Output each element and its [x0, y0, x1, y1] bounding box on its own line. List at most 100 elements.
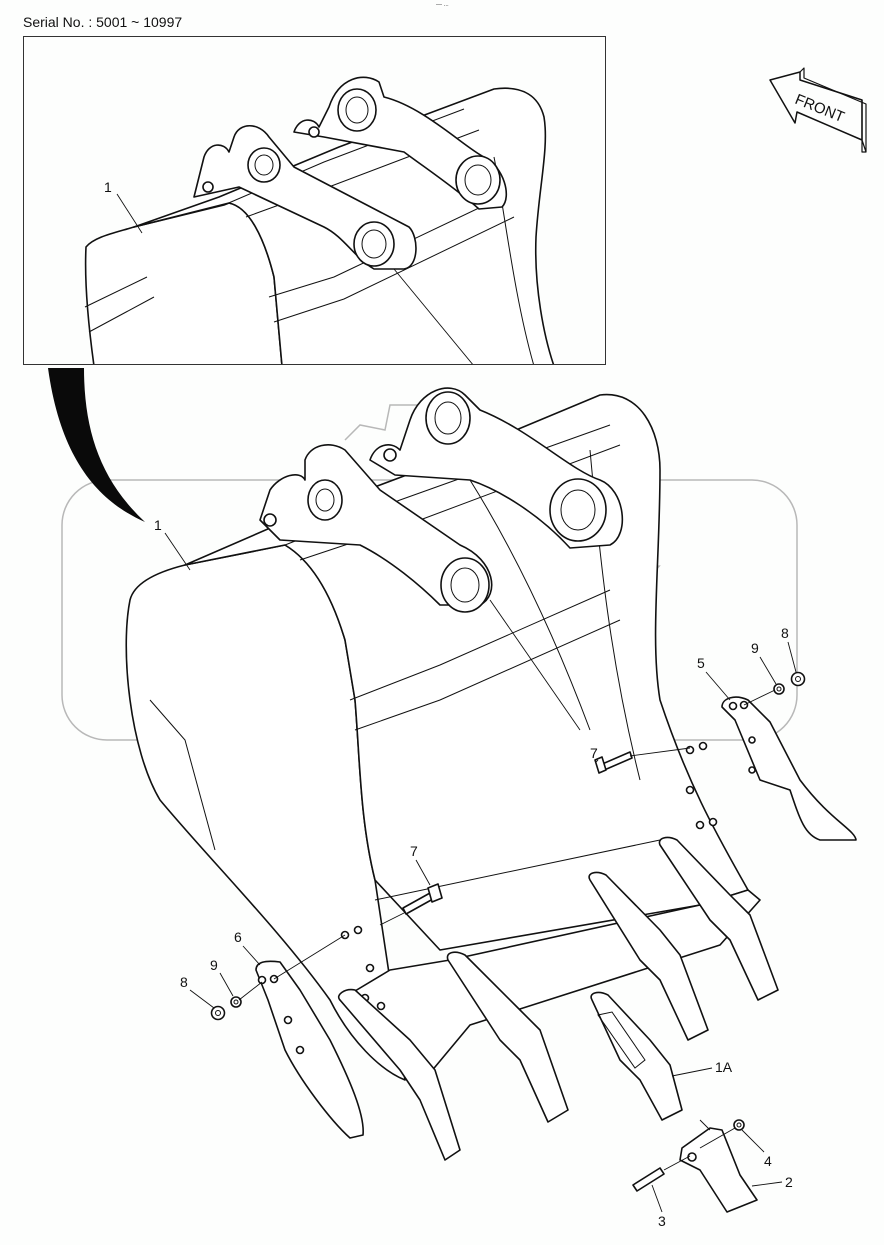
washer-left: [230, 996, 242, 1008]
callout-1: 1: [154, 517, 162, 533]
side-cutter-right-hole-c: [748, 736, 756, 744]
callout-1-leader: [164, 532, 191, 571]
bolt-lower-head: [427, 883, 443, 903]
bucket-cutting-edge: [339, 889, 761, 1086]
callout-5: 5: [697, 655, 705, 671]
callout-4-leader: [741, 1129, 765, 1153]
side-cutter-right-hole-a: [728, 701, 738, 711]
side-cutter-left-hole-b: [269, 974, 279, 984]
bucket-lip-line: [149, 699, 661, 901]
side-cutter-right-hole-d: [748, 766, 756, 774]
bucket-rib-lines: [284, 424, 641, 781]
nut-right: [790, 671, 806, 687]
inset-boss-left: [247, 147, 281, 183]
callout-9-right-leader: [759, 656, 777, 685]
tooth-adapter: [337, 836, 779, 1161]
inset-boss-left-hole: [254, 154, 274, 176]
callout-9-right: 9: [751, 640, 759, 656]
tooth-3: [588, 871, 709, 1041]
nut-left: [210, 1005, 226, 1021]
side-cutter-left: [255, 960, 364, 1139]
callout-1A-leader: [671, 1067, 713, 1077]
boss-upper-right: [425, 391, 471, 445]
tooth-point-leaders: [663, 1119, 736, 1171]
bolt-upper-head: [594, 756, 607, 774]
lock: [733, 1119, 745, 1131]
callout-9-left: 9: [210, 957, 218, 973]
nut-right-hole: [795, 676, 801, 682]
callout-2: 2: [785, 1174, 793, 1190]
inset-bucket-body: [84, 202, 283, 364]
boss-lower-right: [549, 478, 607, 542]
side-cutter-left-hole-c: [283, 1015, 293, 1025]
tooth-1: [337, 988, 461, 1161]
side-cutter-left-hole-a: [257, 975, 267, 985]
watermark-text: OPEX: [150, 528, 660, 729]
callout-4: 4: [764, 1153, 772, 1169]
watermark: OPEX: [61, 404, 798, 776]
center-leader-line: [489, 599, 581, 731]
callout-6-leader: [242, 945, 261, 966]
washer-right: [773, 683, 785, 695]
inset-boss-lower-left-hole: [361, 229, 387, 259]
tooth-point: [679, 1127, 758, 1213]
side-cutter-right: [721, 696, 857, 841]
link-plate-left: [259, 444, 493, 606]
tooth-adapter-exploded: [590, 991, 683, 1121]
callout-8-right-leader: [787, 641, 797, 673]
inset-boss-right-hole: [345, 96, 369, 124]
link-small-hole-b: [383, 448, 397, 462]
boss-upper-right-hole: [434, 401, 462, 435]
link-small-hole-a: [263, 513, 277, 527]
callout-8-right: 8: [781, 625, 789, 641]
callout-7-upper: 7: [590, 745, 598, 761]
gear-watermark-icon: [299, 404, 571, 776]
callout-6: 6: [234, 929, 242, 945]
callout-7-lower-leader: [415, 859, 431, 886]
inset-detail-view: 1: [23, 36, 606, 365]
side-cutter-right-hole-b: [739, 700, 749, 710]
bolt-upper: [599, 751, 633, 772]
inset-callout-1: 1: [104, 179, 112, 195]
washer-left-hole: [233, 999, 239, 1005]
watermark-frame: [61, 479, 798, 741]
tooth-adapter-slot: [597, 1011, 646, 1069]
bucket-top-panel: [184, 393, 749, 951]
inset-small-hole-b: [308, 126, 320, 138]
serial-number-label: Serial No. : 5001 ~ 10997: [23, 14, 183, 30]
callout-8-left-leader: [189, 989, 215, 1009]
callouts: 1 1A 2 3 4 5 6 7 7 8 8 9 9: [154, 517, 797, 1229]
inset-small-hole-a: [202, 181, 214, 193]
pin: [632, 1167, 665, 1192]
inset-bucket-rib: [223, 108, 515, 323]
callout-1A: 1A: [715, 1059, 733, 1075]
tooth-point-pin-hole: [687, 1152, 697, 1162]
bucket-body: [125, 544, 406, 1081]
tooth-2: [446, 951, 569, 1123]
nut-left-hole: [215, 1010, 221, 1016]
callout-5-leader: [705, 671, 731, 701]
inset-boss-lower-left: [353, 221, 395, 267]
explode-line-left: [238, 911, 407, 1001]
page-mark: — ...: [436, 2, 449, 8]
lock-hole: [736, 1122, 742, 1128]
callout-8-left: 8: [180, 974, 188, 990]
bolt-lower: [402, 892, 434, 915]
boss-upper-left: [307, 479, 343, 521]
tooth-4: [658, 836, 779, 1001]
inset-pointer-arrow: [48, 368, 145, 522]
bucket-side-holes: [340, 741, 718, 1011]
inset-boss-lower-right-hole: [464, 164, 492, 196]
front-arrow-icon: FRONT: [769, 67, 867, 153]
callout-2-leader: [751, 1181, 783, 1187]
boss-upper-left-hole: [315, 488, 335, 512]
link-plate-right: [369, 387, 624, 549]
inset-callout-1-leader: [116, 193, 143, 234]
explode-line-right: [629, 689, 776, 757]
callout-3-leader: [651, 1184, 663, 1213]
callout-7-lower: 7: [410, 843, 418, 859]
washer-right-hole: [776, 686, 782, 692]
side-cutter-left-hole-d: [295, 1045, 305, 1055]
boss-lower-left: [440, 557, 490, 613]
callout-3: 3: [658, 1213, 666, 1229]
